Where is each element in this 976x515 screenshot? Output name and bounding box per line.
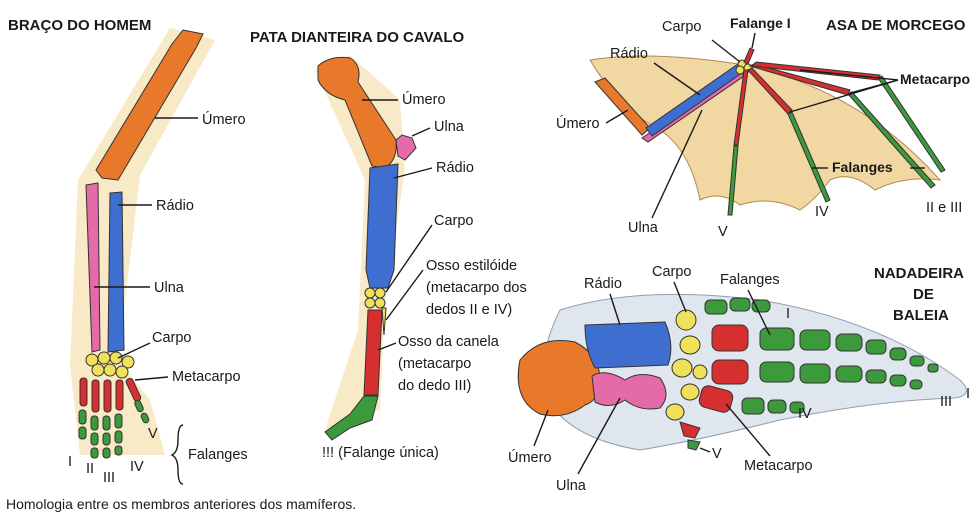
whale-label-carpo: Carpo [652, 264, 692, 280]
human-carpo-bones [86, 352, 134, 378]
bat-label-iv: IV [815, 204, 829, 220]
horse-leg: PATA DIANTEIRA DO CAVALO Úmero Ulna Rádi… [250, 29, 527, 461]
whale-title-2: DE [913, 286, 934, 303]
horse-label-carpo: Carpo [434, 213, 474, 229]
bat-title: ASA DE MORCEGO [826, 17, 966, 34]
whale-label-edge-i: I [966, 386, 970, 402]
whale-title-1: NADADEIRA [874, 265, 964, 282]
horse-label-canela-1: Osso da canela [398, 334, 500, 350]
horse-radio-bone [366, 164, 398, 288]
svg-text:III: III [103, 470, 115, 486]
bat-label-falange-i: Falange I [730, 15, 791, 31]
horse-label-canela-3: do dedo III) [398, 378, 471, 394]
whale-title-3: BALEIA [893, 307, 949, 324]
bat-label-ii-iii: II e III [926, 200, 962, 216]
human-radio-bone [108, 192, 124, 352]
horse-label-umero: Úmero [402, 91, 446, 108]
bat-label-umero: Úmero [556, 115, 600, 132]
whale-label-iv: IV [798, 406, 812, 422]
bat-label-radio: Rádio [610, 46, 648, 62]
horse-ulna-bone [396, 135, 416, 160]
horse-label-falange-unica: !!! (Falange única) [322, 445, 439, 461]
whale-label-ulna: Ulna [556, 478, 587, 494]
whale-label-i: I [786, 306, 790, 322]
bat-falange-i-bone [744, 48, 754, 64]
horse-label-canela-2: (metacarpo [398, 356, 471, 372]
svg-text:V: V [148, 426, 158, 442]
whale-flipper: Rádio Carpo Falanges NADADEIRA DE BALEIA… [508, 264, 970, 494]
human-label-carpo: Carpo [152, 330, 192, 346]
human-label-falanges: Falanges [188, 447, 248, 463]
whale-label-iii: III [940, 394, 952, 410]
whale-radio-bone [585, 322, 671, 368]
whale-label-metacarpo: Metacarpo [744, 458, 813, 474]
bat-label-falanges: Falanges [832, 159, 893, 175]
whale-label-falanges: Falanges [720, 272, 780, 288]
bat-label-ulna: Ulna [628, 220, 659, 236]
whale-label-radio: Rádio [584, 276, 622, 292]
human-label-radio: Rádio [156, 198, 194, 214]
horse-label-estiloide-1: Osso estilóide [426, 258, 517, 274]
bat-wing: Carpo Falange I ASA DE MORCEGO Rádio Met… [556, 15, 970, 240]
bat-label-v: V [718, 224, 728, 240]
human-title: BRAÇO DO HOMEM [8, 17, 151, 34]
bat-label-carpo: Carpo [662, 19, 702, 35]
human-label-metacarpo: Metacarpo [172, 369, 241, 385]
figure-caption: Homologia entre os membros anteriores do… [6, 496, 356, 512]
horse-label-estiloide-2: (metacarpo dos [426, 280, 527, 296]
horse-title: PATA DIANTEIRA DO CAVALO [250, 29, 464, 46]
horse-label-ulna: Ulna [434, 119, 465, 135]
svg-text:II: II [86, 461, 94, 477]
horse-label-radio: Rádio [436, 160, 474, 176]
svg-text:I: I [68, 454, 72, 470]
whale-label-umero: Úmero [508, 449, 552, 466]
whale-label-v: V [712, 446, 722, 462]
human-label-ulna: Ulna [154, 280, 185, 296]
svg-text:IV: IV [130, 459, 144, 475]
bat-label-metacarpo: Metacarpo [900, 71, 970, 87]
horse-label-estiloide-3: dedos II e IV) [426, 302, 512, 318]
whale-umero-bone [518, 340, 600, 415]
human-label-umero: Úmero [202, 111, 246, 128]
human-arm: BRAÇO DO HOMEM Úmero Rádio Ulna Carpo Me… [8, 17, 248, 486]
